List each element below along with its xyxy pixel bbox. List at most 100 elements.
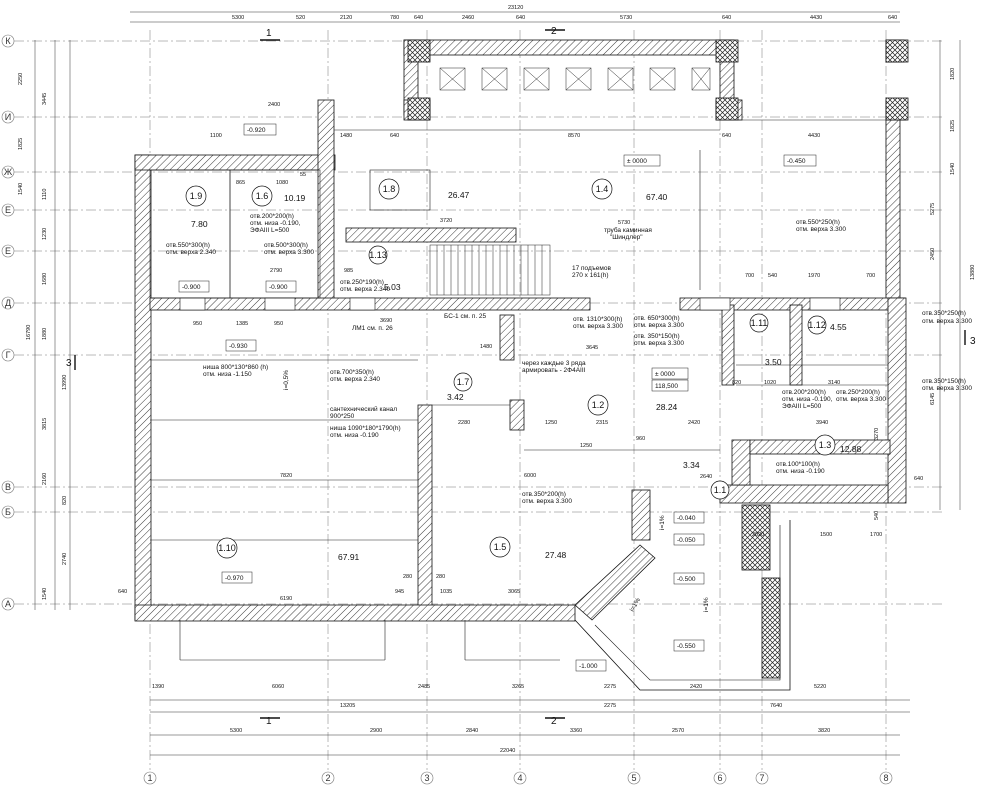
room-id: 1.1 — [714, 485, 727, 495]
axis-label-K: К — [5, 36, 11, 46]
note: БС-1 см. п. 25 — [444, 313, 487, 320]
angled-wall — [574, 544, 656, 621]
dim: 1230 — [42, 228, 48, 240]
room-area: 67.91 — [338, 552, 360, 562]
note: отм. верха 3.300 — [522, 498, 572, 505]
dim: 640 — [722, 15, 731, 21]
dim: 13880 — [970, 265, 976, 280]
room-area: 26.47 — [448, 190, 470, 200]
level-mark: 118,500 — [655, 383, 678, 390]
room-ids: 1.1 1.2 1.3 1.4 1.5 1.6 1.7 1.8 1.9 1.10… — [190, 184, 832, 553]
dim: 780 — [390, 15, 399, 21]
dim: 3265 — [512, 684, 524, 690]
dim: 640 — [722, 133, 731, 139]
dim: 1250 — [545, 420, 557, 426]
note: отв.700*350(h) — [330, 369, 374, 376]
dim: 3815 — [42, 418, 48, 430]
axis-label-8: 8 — [883, 773, 888, 783]
note: ЭФАIII L=500 — [250, 227, 290, 234]
dim: 3360 — [570, 728, 582, 734]
note: через каждые 3 ряда — [522, 360, 586, 367]
dim: 5730 — [618, 220, 630, 226]
dim: 1540 — [950, 163, 956, 175]
dim: 1390 — [152, 684, 164, 690]
axis-label-B: Б — [5, 507, 11, 517]
room-area: 28.24 — [656, 402, 678, 412]
note: ЛМ1 см. п. 26 — [352, 325, 393, 332]
axis-label-Zh: Ж — [4, 167, 13, 177]
note: отм. верха 3.300 — [836, 396, 886, 403]
dim: 2275 — [604, 703, 616, 709]
dim: 2420 — [690, 684, 702, 690]
note: отв.100*100(h) — [776, 461, 820, 468]
interior-lines — [149, 119, 888, 661]
dim: 6190 — [280, 596, 292, 602]
level-mark: -0.900 — [269, 284, 288, 291]
axis-label-I: И — [5, 112, 11, 122]
note: труба каминная — [604, 226, 652, 234]
window-boxes — [439, 67, 711, 91]
note: отм. низа -0.190 — [330, 432, 379, 439]
dim: 2790 — [270, 268, 282, 274]
slope-note: i=1% — [629, 597, 642, 613]
room-area: 12.88 — [840, 444, 862, 454]
room-area: 7.80 — [191, 219, 208, 229]
axis-label-3: 3 — [424, 773, 429, 783]
note: отм. низа -0.190 — [776, 468, 825, 475]
section-3-left: 3 — [66, 358, 72, 369]
note: отм. низа -0.190, — [782, 396, 833, 403]
dimension-lines — [34, 11, 961, 756]
room-id: 1.2 — [592, 400, 605, 410]
dim: 700 — [745, 273, 754, 279]
axis-label-E2: Е — [5, 246, 11, 256]
dim: 3820 — [818, 728, 830, 734]
dim: 1500 — [820, 532, 832, 538]
dim: 820 — [732, 380, 741, 386]
dim: 2250 — [18, 73, 24, 85]
slope-note: i=0,5% — [283, 370, 290, 390]
room-area: 4.55 — [830, 322, 847, 332]
dim: 540 — [768, 273, 777, 279]
note: сантехнический канал — [330, 405, 397, 413]
level-mark: ± 0000 — [655, 371, 675, 378]
level-mark: -0.500 — [677, 576, 696, 583]
note: отв.250*200(h) — [836, 389, 880, 396]
axis-label-G: Г — [6, 350, 11, 360]
note: отм. верха 2.340 — [340, 286, 390, 293]
dim: 640 — [888, 15, 897, 21]
dim: 865 — [236, 180, 245, 186]
dim: 1970 — [808, 273, 820, 279]
axis-label-D: Д — [5, 298, 11, 308]
section-1-top: 1 — [266, 28, 272, 39]
level-mark: -0.450 — [787, 158, 806, 165]
note: отв.350*150(h) — [922, 378, 966, 385]
note: ниша 800*130*860 (h) — [203, 364, 268, 371]
dim: 3270 — [874, 428, 880, 440]
dim: 1250 — [580, 443, 592, 449]
dim: 820 — [62, 496, 68, 505]
level-mark: -0.920 — [247, 127, 266, 134]
level-mark: -0.900 — [182, 284, 201, 291]
note: 17 подъемов — [572, 265, 611, 272]
note: отм. верха 2.340 — [330, 376, 380, 383]
level-mark: ± 0000 — [627, 158, 647, 165]
dim: 1825 — [950, 120, 956, 132]
axis-label-5: 5 — [631, 773, 636, 783]
axis-label-V: В — [5, 482, 11, 492]
dim: 640 — [914, 476, 923, 482]
dim: 2485 — [418, 684, 430, 690]
note: отв. 350*150(h) — [634, 333, 680, 340]
dim: 2120 — [340, 15, 352, 21]
dim: 2640 — [700, 474, 712, 480]
staircase — [429, 244, 551, 296]
level-mark: -0.970 — [225, 575, 244, 582]
note: отм. верха 3.300 — [634, 340, 684, 347]
dim-bottom-total: 22040 — [500, 748, 515, 754]
section-1-bottom: 1 — [266, 716, 272, 727]
room-area: 10.19 — [284, 193, 306, 203]
note: отв.200*200(h) — [782, 389, 826, 396]
note: армировать - 2Ф4АIII — [522, 367, 586, 374]
dim: 7820 — [280, 473, 292, 479]
dim: 3720 — [440, 218, 452, 224]
